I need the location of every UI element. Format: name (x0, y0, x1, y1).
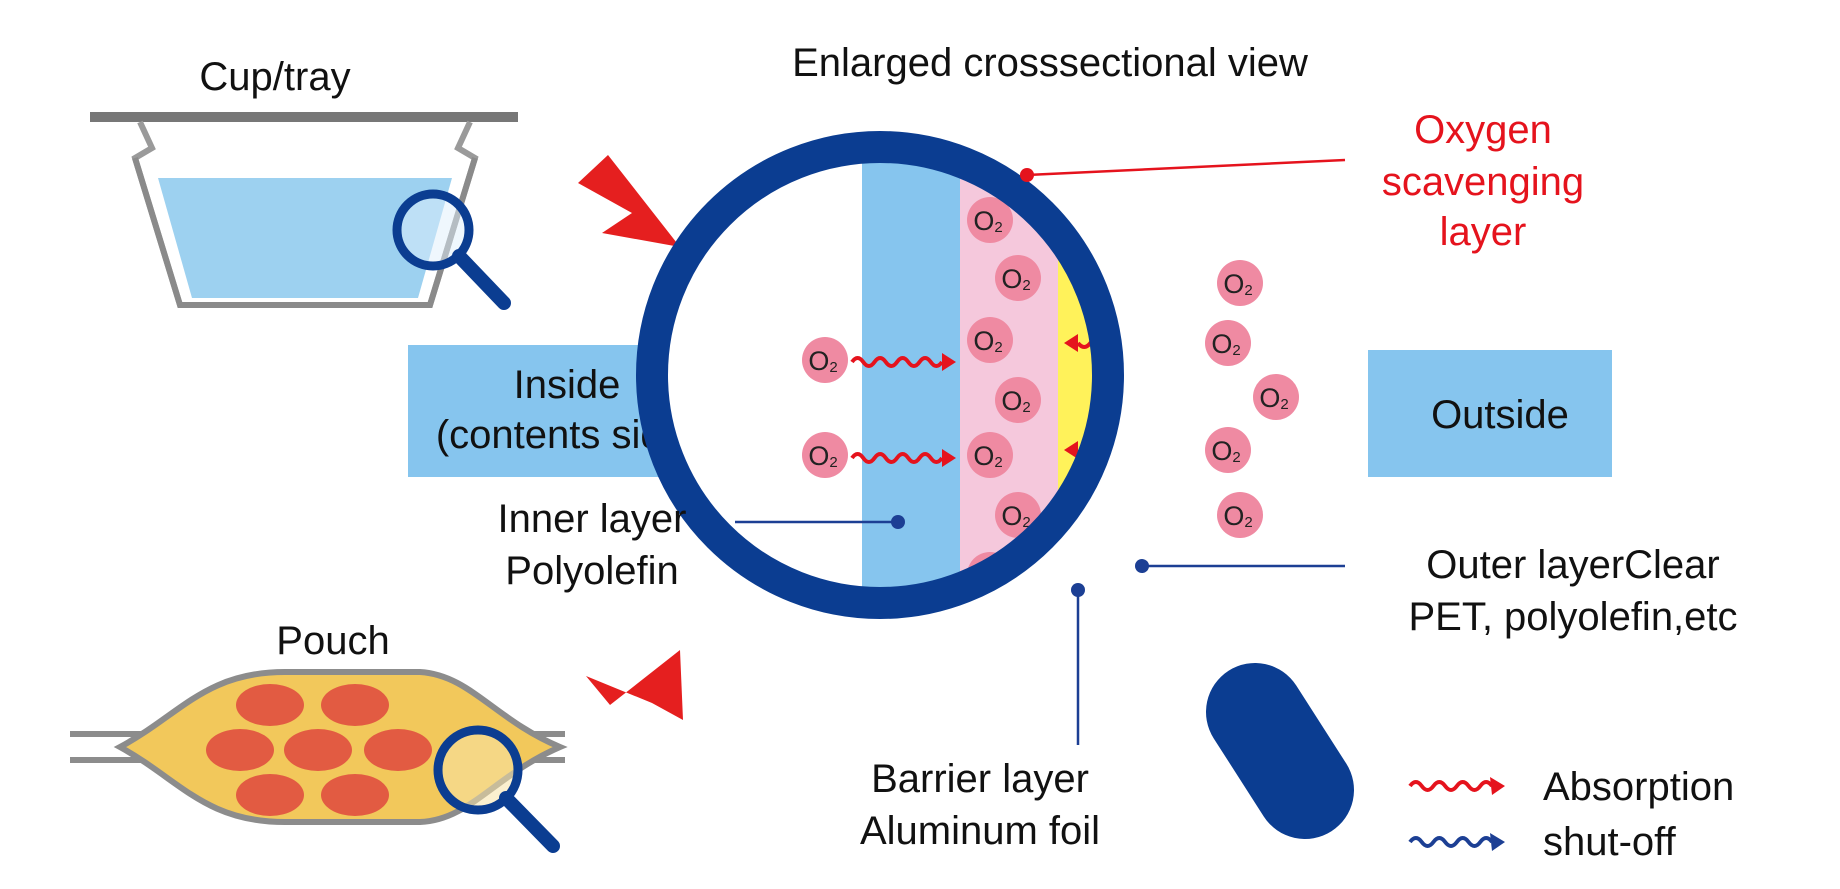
magnifier-handle (1206, 663, 1354, 839)
shutoff-arrow (1105, 255, 1108, 285)
o2-molecule: O2 (1217, 492, 1263, 538)
legend-absorption-wave-icon (1408, 780, 1494, 792)
outer-layer-label-1: Outer layerClear (1426, 543, 1719, 587)
o2-molecule: O2 (995, 377, 1041, 423)
cup-tray-illustration (90, 112, 518, 308)
pointer-arrow-pouch (586, 650, 683, 720)
inside-label: Inside (514, 363, 621, 407)
legend-shutoff-wave-icon (1408, 836, 1494, 848)
o2-molecule: O2 (802, 432, 848, 478)
absorption-arrow (850, 353, 956, 371)
cup-tray-label: Cup/tray (199, 55, 350, 99)
pointer-arrow-cup (578, 155, 680, 247)
outside-box (1368, 350, 1612, 477)
o2-molecule: O2 (967, 317, 1013, 363)
o2-molecule: O2 (802, 337, 848, 383)
shutoff-arrow (1105, 369, 1108, 399)
legend-absorption-arrowhead-icon (1490, 777, 1505, 795)
legend: Absorption shut-off (1408, 765, 1734, 864)
oxygen-scavenging-label-2: scavenging (1382, 160, 1584, 204)
diagram-title: Enlarged crosssectional view (792, 41, 1308, 85)
absorption-arrow (850, 449, 956, 467)
inner-layer-label-1: Inner layer (498, 497, 687, 541)
legend-absorption-label: Absorption (1543, 765, 1734, 809)
leader-lines (735, 158, 1346, 745)
o2-molecule: O2 (1253, 374, 1299, 420)
inner-layer (862, 148, 960, 603)
shutoff-arrow (1105, 487, 1108, 517)
svg-text:O2: O2 (808, 346, 837, 376)
o2-molecule: O2 (967, 197, 1013, 243)
o2-molecule: O2 (1205, 427, 1251, 473)
legend-shutoff-arrowhead-icon (1490, 833, 1505, 851)
magnifier-lens-rim (636, 131, 1124, 619)
magnifier-icon-pouch (433, 725, 560, 853)
legend-shutoff-label: shut-off (1543, 820, 1677, 864)
barrier-layer-label-1: Barrier layer (871, 757, 1089, 801)
pouch-label: Pouch (276, 619, 389, 663)
magnifier-icon-cup (392, 189, 511, 310)
o2-molecule: O2 (1217, 260, 1263, 306)
oxygen-scavenging-label-3: layer (1440, 210, 1527, 254)
o2-molecule: O2 (967, 432, 1013, 478)
barrier-layer-label-2: Aluminum foil (860, 809, 1100, 853)
o2-molecule: O2 (1205, 320, 1251, 366)
outside-label: Outside (1431, 393, 1569, 437)
svg-text:O2: O2 (1259, 383, 1288, 413)
inner-layer-label-2: Polyolefin (505, 549, 678, 593)
o2-molecule: O2 (995, 255, 1041, 301)
outer-layer-label-2: PET, polyolefin,etc (1408, 595, 1737, 639)
oxygen-scavenging-label-1: Oxygen (1414, 108, 1552, 152)
